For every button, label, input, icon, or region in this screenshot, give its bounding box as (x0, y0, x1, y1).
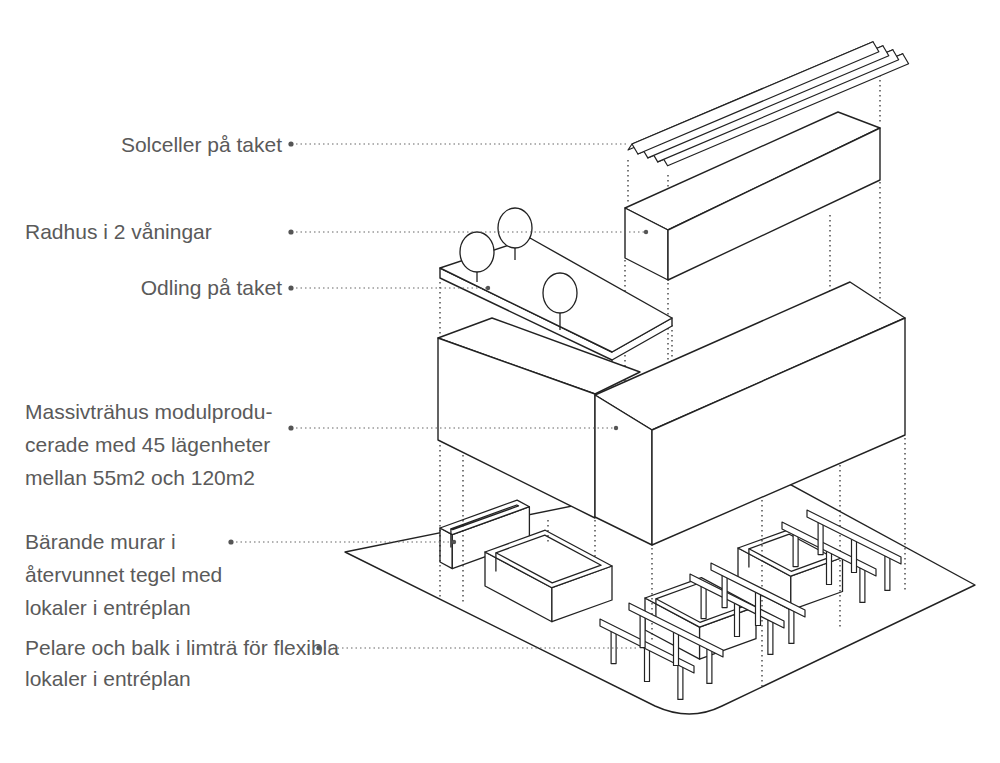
callout-label: Solceller på taket (22, 128, 282, 161)
tree-crown (460, 232, 494, 272)
glulam-column (645, 648, 650, 682)
glulam-column (678, 665, 683, 699)
brick-wall-top (440, 500, 529, 534)
glulam-column (885, 556, 890, 590)
brick-wall-inner (655, 599, 656, 617)
glulam-column (674, 632, 679, 666)
glulam-column (789, 609, 794, 643)
leader-lines (236, 144, 646, 648)
glulam-beam (807, 510, 901, 564)
glulam-column (793, 533, 798, 567)
brick-wall-top (485, 530, 612, 588)
right-block-short-face (595, 395, 652, 545)
townhouse-short-face (625, 208, 668, 280)
glulam-column (722, 574, 727, 608)
brick-wall-inner (748, 549, 749, 568)
leader-dots (228, 141, 648, 650)
glulam-beam (711, 563, 805, 617)
glulam-beam (782, 522, 876, 576)
callout-label: Massivträhus modulprodu- cerade med 45 l… (25, 395, 300, 494)
glulam-column (860, 568, 865, 602)
glulam-column (852, 539, 857, 573)
callout-label: Bärande murar i återvunnet tegel med lok… (25, 525, 247, 624)
glulam-beam (600, 619, 694, 673)
brick-wall-inner (496, 535, 601, 583)
callout-label: Pelare och balk i limträ för flexibla lo… (25, 632, 370, 694)
glulam-column (756, 592, 761, 626)
brick-wall (440, 528, 452, 569)
right-block-long-face (652, 318, 905, 545)
glulam-beam (629, 603, 723, 657)
glulam-column (701, 585, 706, 619)
glulam-column (818, 521, 823, 555)
glulam-column (640, 614, 645, 648)
tree-crown (543, 273, 577, 313)
brick-wall-inner (495, 553, 496, 572)
tree-crown (498, 208, 532, 248)
glulam-column (827, 551, 832, 585)
glulam-column (707, 649, 712, 683)
glulam-column (735, 603, 740, 637)
glulam-column (768, 620, 773, 654)
glulam-column (611, 630, 616, 664)
callout-label: Radhus i 2 våningar (25, 215, 285, 248)
solar-panel (632, 42, 879, 154)
callout-label: Odling på taket (22, 271, 282, 304)
brick-wall-inner (450, 529, 451, 548)
brick-wall-inner (451, 505, 519, 530)
